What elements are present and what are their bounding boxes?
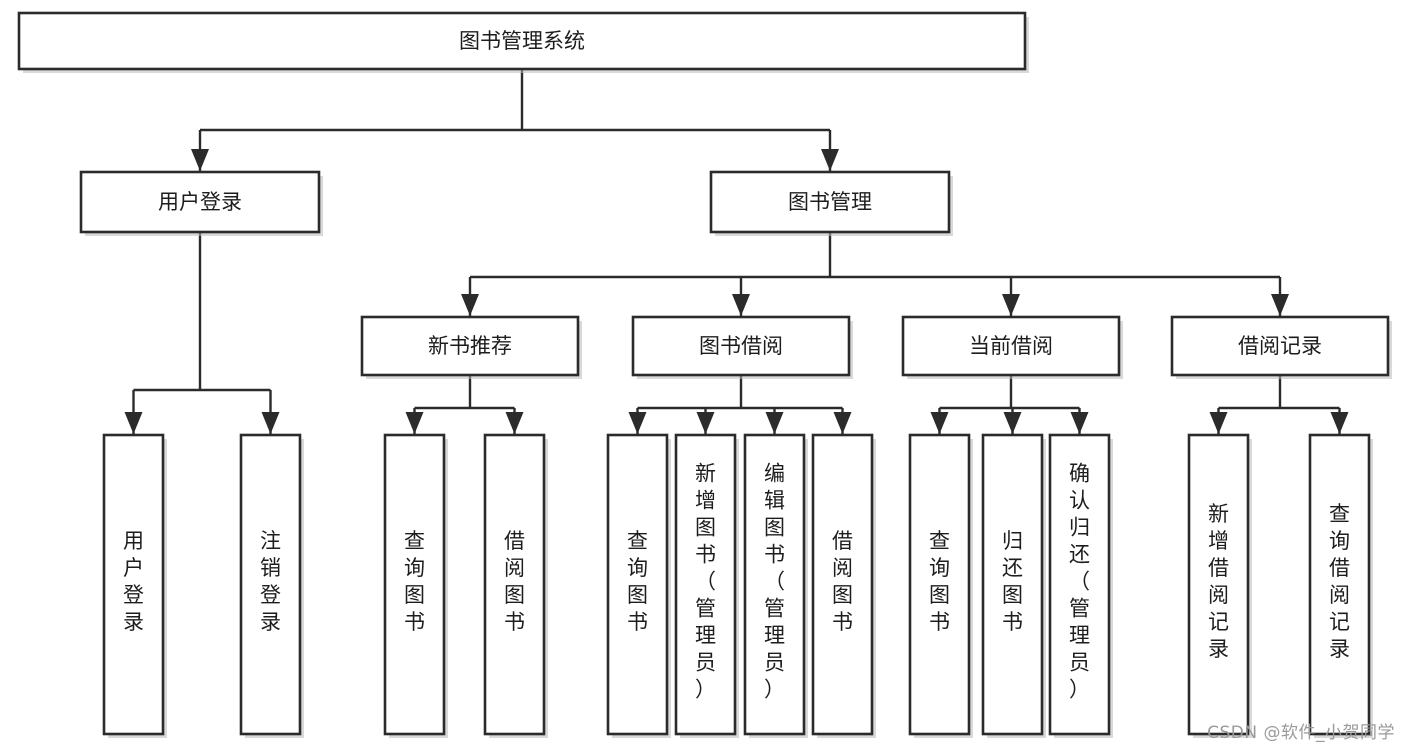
node-leaf-add-book[interactable]: 新增图书（管理员） <box>674 433 739 738</box>
arrow-head-icon <box>261 412 280 434</box>
node-label: 注销登录 <box>260 529 281 634</box>
arrow-head-icon <box>696 412 715 434</box>
arrow-head-icon <box>461 294 479 316</box>
node-box[interactable] <box>631 315 851 377</box>
node-label: 用户登录 <box>123 529 144 634</box>
node-box[interactable] <box>239 433 302 736</box>
node-label: 查询借阅记录 <box>1329 502 1350 661</box>
node-label: 图书管理 <box>788 190 872 214</box>
arrow-head-icon <box>833 412 852 434</box>
node-label: 用户登录 <box>158 190 242 214</box>
node-layer: 图书管理系统用户登录图书管理新书推荐图书借阅当前借阅借阅记录用户登录注销登录查询… <box>17 11 1392 738</box>
node-box[interactable] <box>901 315 1121 377</box>
node-label: 新增借阅记录 <box>1208 502 1229 661</box>
node-new-book-rec[interactable]: 新书推荐 <box>360 315 582 379</box>
arrow-head-icon <box>1330 412 1349 434</box>
node-user-login[interactable]: 用户登录 <box>79 170 323 236</box>
arrow-head-icon <box>732 294 750 316</box>
arrow-head-icon <box>765 412 784 434</box>
node-label: 查询图书 <box>929 529 950 634</box>
arrow-head-icon <box>191 149 209 171</box>
node-box[interactable] <box>981 433 1044 736</box>
arrow-head-icon <box>628 412 647 434</box>
node-label: 归还图书 <box>1002 529 1023 634</box>
node-leaf-user-login[interactable]: 用户登录 <box>102 433 167 738</box>
node-leaf-borrow-book-1[interactable]: 借阅图书 <box>483 433 548 738</box>
node-label: 图书管理系统 <box>459 29 585 53</box>
node-box[interactable] <box>709 170 951 234</box>
node-box[interactable] <box>606 433 669 736</box>
node-box[interactable] <box>908 433 971 736</box>
node-leaf-logout[interactable]: 注销登录 <box>239 433 304 738</box>
node-leaf-confirm-return[interactable]: 确认归还（管理员） <box>1048 433 1113 738</box>
node-leaf-edit-book[interactable]: 编辑图书（管理员） <box>743 433 808 738</box>
node-box[interactable] <box>483 433 546 736</box>
node-box[interactable] <box>1187 433 1250 736</box>
arrow-head-icon <box>124 412 143 434</box>
node-box[interactable] <box>79 170 321 234</box>
arrow-head-icon <box>930 412 949 434</box>
node-label: 查询图书 <box>627 529 648 634</box>
connector-layer <box>124 69 1349 434</box>
node-leaf-query-book-2[interactable]: 查询图书 <box>606 433 671 738</box>
node-leaf-query-record[interactable]: 查询借阅记录 <box>1308 433 1373 738</box>
arrow-head-icon <box>505 412 524 434</box>
arrow-head-icon <box>1002 294 1020 316</box>
node-leaf-return-book[interactable]: 归还图书 <box>981 433 1046 738</box>
node-root-图书管理系统[interactable]: 图书管理系统 <box>17 11 1029 73</box>
node-leaf-borrow-book-2[interactable]: 借阅图书 <box>811 433 876 738</box>
node-box[interactable] <box>383 433 446 736</box>
watermark-label: CSDN @软件_小贺同学 <box>1207 723 1395 743</box>
node-current-borrow[interactable]: 当前借阅 <box>901 315 1123 379</box>
node-box[interactable] <box>17 11 1027 71</box>
arrow-head-icon <box>405 412 424 434</box>
node-book-manage[interactable]: 图书管理 <box>709 170 953 236</box>
node-box[interactable] <box>1170 315 1390 377</box>
node-label: 借阅记录 <box>1238 334 1322 358</box>
node-label: 借阅图书 <box>504 529 525 634</box>
node-label: 新书推荐 <box>428 334 512 358</box>
node-box[interactable] <box>743 433 806 736</box>
arrow-head-icon <box>821 149 839 171</box>
node-box[interactable] <box>1308 433 1371 736</box>
node-label: 当前借阅 <box>969 334 1053 358</box>
node-borrow-record[interactable]: 借阅记录 <box>1170 315 1392 379</box>
node-book-borrow[interactable]: 图书借阅 <box>631 315 853 379</box>
arrow-head-icon <box>1003 412 1022 434</box>
node-leaf-add-record[interactable]: 新增借阅记录 <box>1187 433 1252 738</box>
node-leaf-query-book-1[interactable]: 查询图书 <box>383 433 448 738</box>
node-label: 借阅图书 <box>832 529 853 634</box>
node-box[interactable] <box>811 433 874 736</box>
arrow-head-icon <box>1070 412 1089 434</box>
node-box[interactable] <box>1048 433 1111 736</box>
node-leaf-query-book-3[interactable]: 查询图书 <box>908 433 973 738</box>
arrow-head-icon <box>1209 412 1228 434</box>
node-label: 查询图书 <box>404 529 425 634</box>
node-label: 编辑图书（管理员） <box>764 462 785 702</box>
node-box[interactable] <box>674 433 737 736</box>
node-box[interactable] <box>360 315 580 377</box>
arrow-head-icon <box>1271 294 1289 316</box>
node-label: 确认归还（管理员） <box>1069 462 1090 702</box>
node-label: 图书借阅 <box>699 334 783 358</box>
node-box[interactable] <box>102 433 165 736</box>
node-label: 新增图书（管理员） <box>695 462 716 702</box>
